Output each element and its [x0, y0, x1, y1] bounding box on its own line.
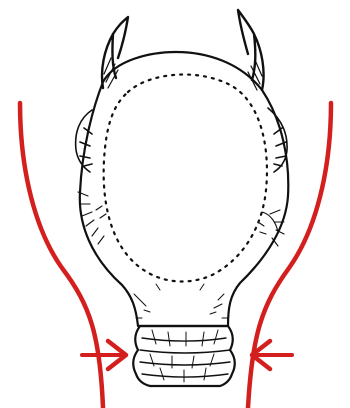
- left-red-contour: [20, 103, 103, 408]
- left-arrow-icon: [82, 341, 126, 369]
- head-outline: [80, 52, 288, 326]
- left-tuft: [76, 110, 92, 172]
- left-horn-hatch: [104, 58, 118, 88]
- right-tuft: [268, 108, 287, 172]
- right-arrow-icon: [252, 341, 292, 369]
- inner-dotted-ring: [104, 75, 267, 282]
- neck-fuzz: [134, 284, 228, 318]
- constriction-band: [133, 326, 235, 386]
